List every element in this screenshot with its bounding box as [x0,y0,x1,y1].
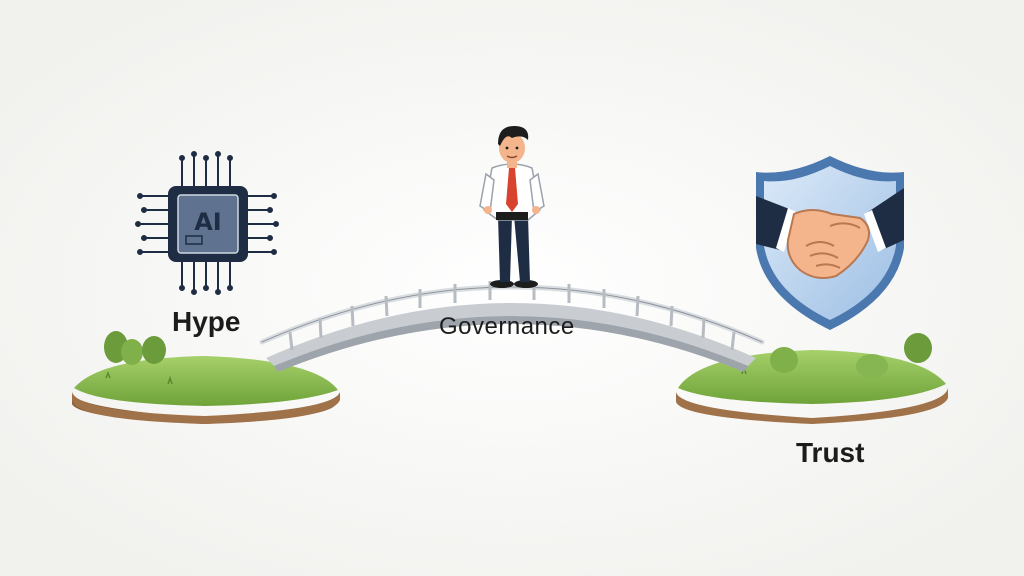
chip-text: AI [194,208,222,236]
left-island [71,331,341,424]
bridge [259,281,765,372]
label-trust: Trust [796,437,865,468]
chip-core [177,194,239,254]
handshake-shield-icon [756,156,904,330]
ai-chip-icon [135,151,279,295]
person-figure [479,126,545,288]
label-governance: Governance [439,313,575,340]
label-hype: Hype [172,306,241,337]
chip-detail [185,235,203,245]
